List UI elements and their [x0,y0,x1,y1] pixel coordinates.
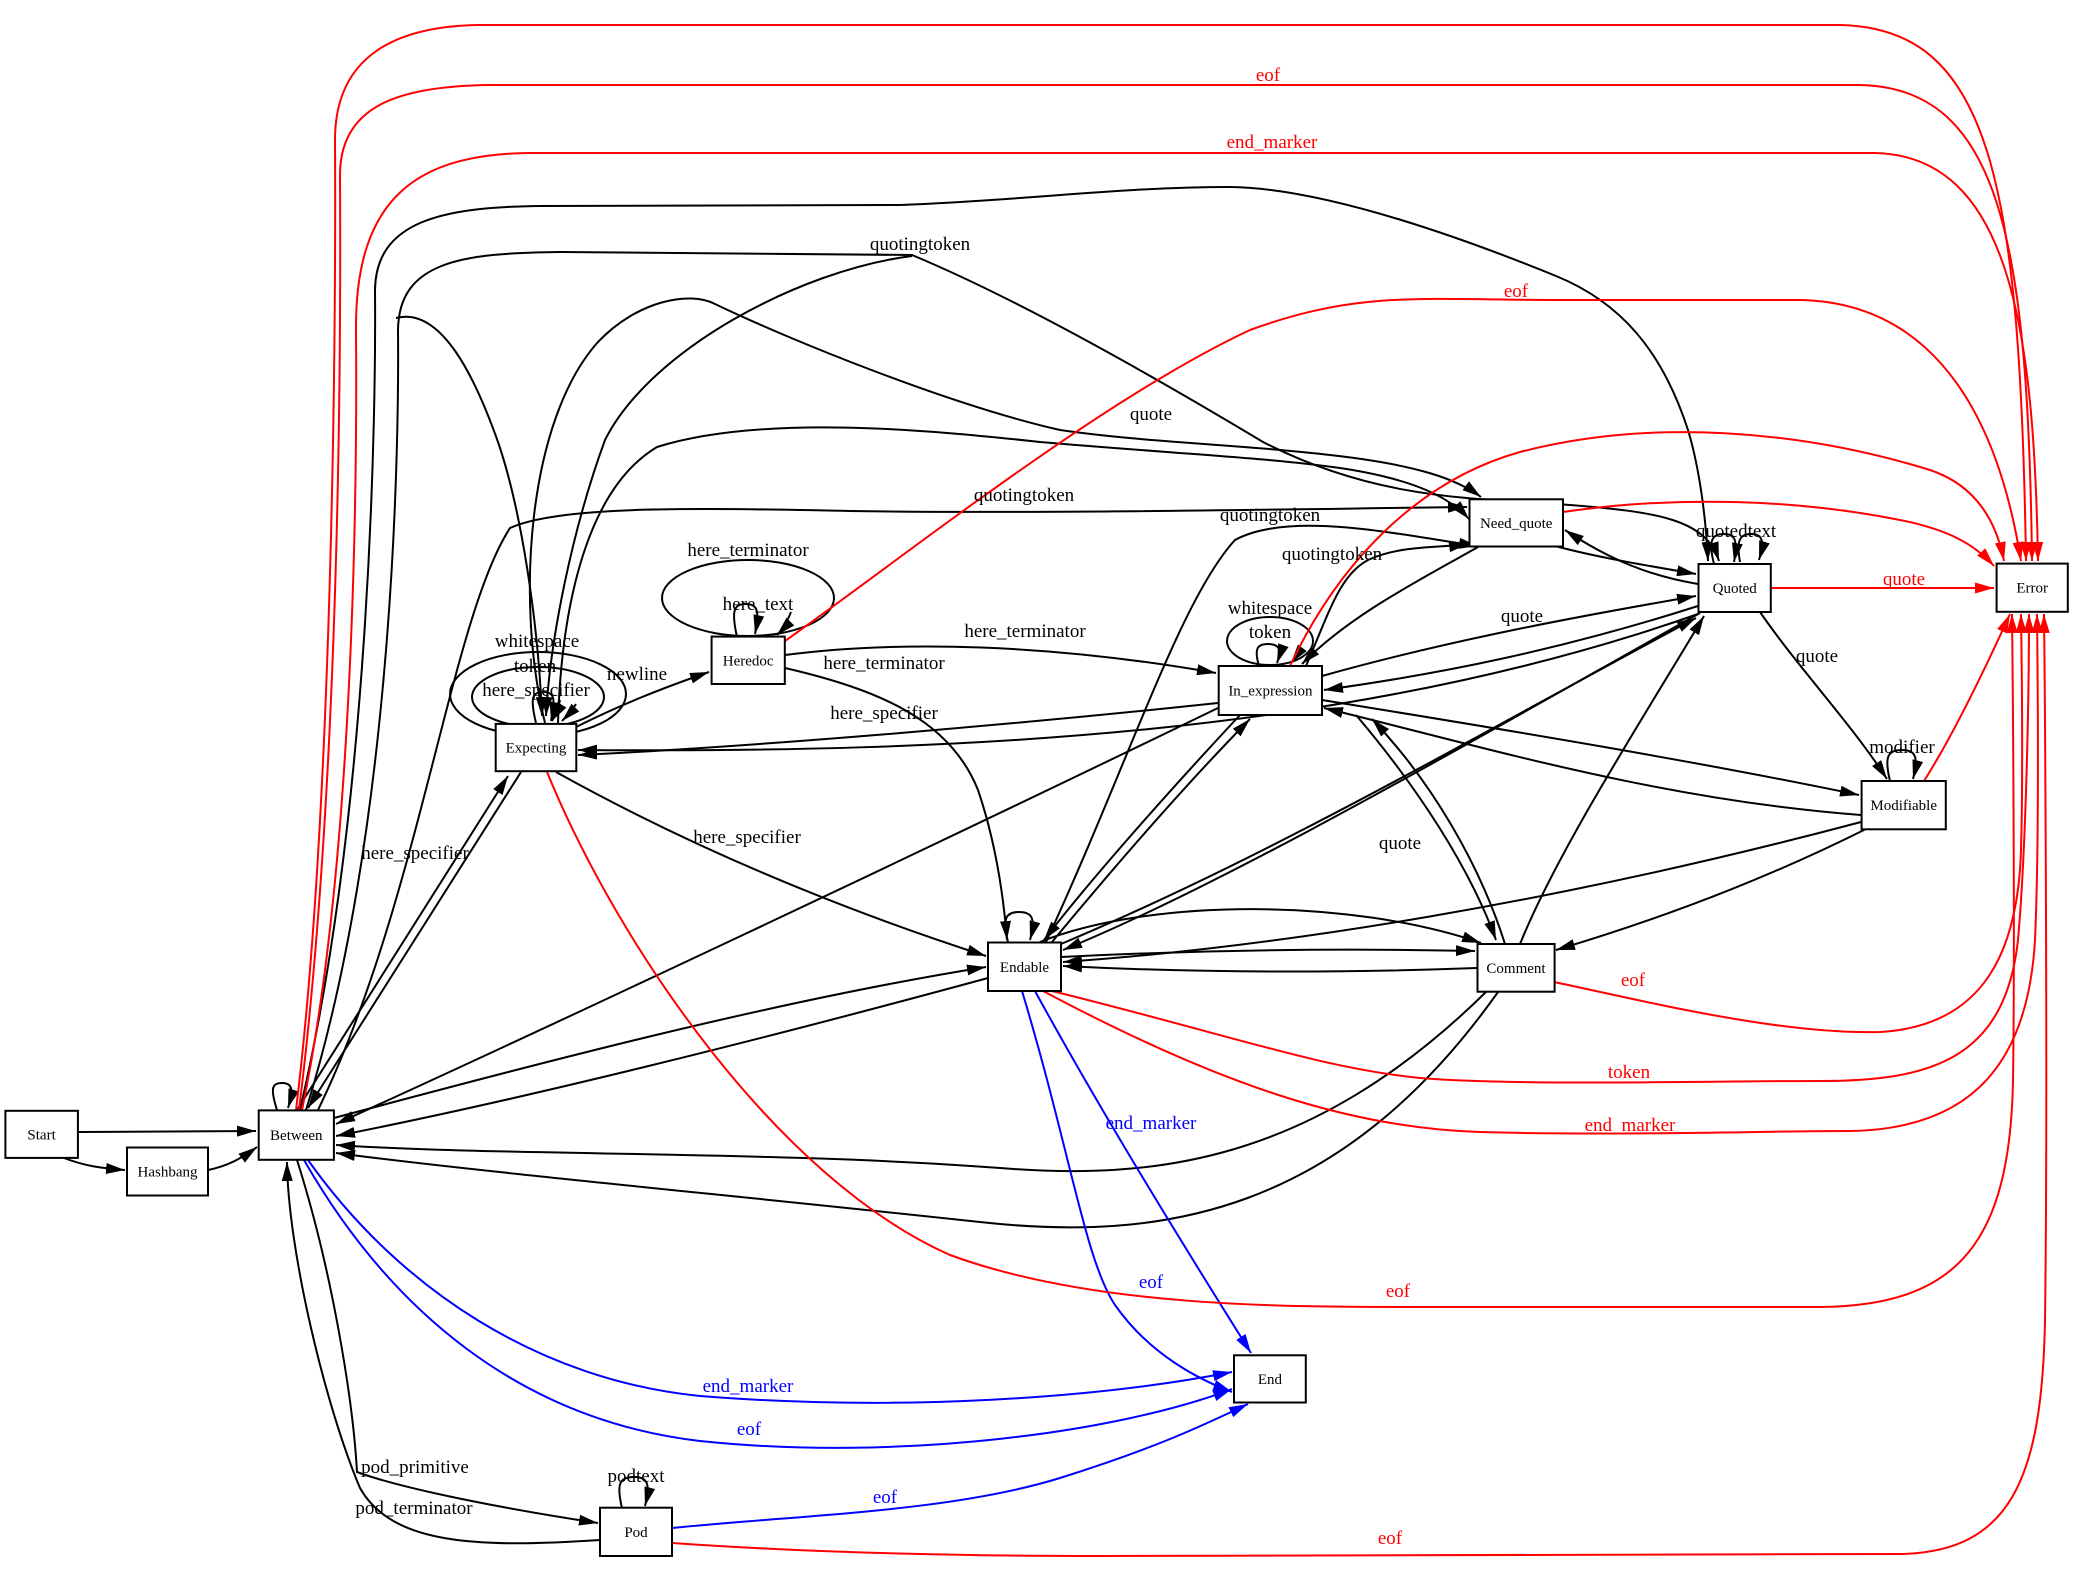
svg-text:here_specifier: here_specifier [830,703,938,724]
svg-text:quote: quote [1501,606,1543,627]
svg-text:Endable: Endable [1000,960,1049,976]
svg-text:quotingtoken: quotingtoken [870,234,971,255]
svg-text:quote: quote [1796,646,1838,667]
svg-text:eof: eof [1504,281,1529,302]
svg-text:End: End [1258,1372,1283,1388]
svg-text:end_marker: end_marker [703,1376,794,1397]
svg-text:quotingtoken: quotingtoken [1282,544,1383,565]
svg-text:Quoted: Quoted [1713,581,1758,597]
svg-text:token: token [514,656,557,677]
svg-text:podtext: podtext [608,1466,666,1487]
svg-text:eof: eof [873,1487,898,1508]
svg-text:modifier: modifier [1869,737,1935,758]
svg-text:eof: eof [1139,1272,1164,1293]
svg-text:Expecting: Expecting [506,741,567,757]
svg-text:Need_quote: Need_quote [1480,516,1553,532]
svg-text:here_specifier: here_specifier [482,680,590,701]
svg-text:token: token [1608,1062,1651,1083]
svg-text:here_terminator: here_terminator [823,653,945,674]
svg-text:eof: eof [737,1419,762,1440]
svg-text:here_specifier: here_specifier [693,827,801,848]
svg-text:eof: eof [1386,1281,1411,1302]
svg-text:pod_terminator: pod_terminator [355,1498,473,1519]
svg-text:Pod: Pod [624,1525,648,1541]
svg-text:eof: eof [1621,970,1646,991]
svg-text:Between: Between [270,1128,323,1144]
svg-text:end_marker: end_marker [1585,1115,1676,1136]
svg-text:quotingtoken: quotingtoken [974,485,1075,506]
svg-text:here_specifier: here_specifier [361,843,469,864]
svg-text:Heredoc: Heredoc [723,653,774,669]
svg-text:here_text: here_text [723,594,794,615]
svg-text:whitespace: whitespace [1228,598,1312,619]
svg-text:end_marker: end_marker [1227,132,1318,153]
svg-text:quotedtext: quotedtext [1696,521,1777,542]
svg-text:In_expression: In_expression [1228,684,1313,700]
svg-text:eof: eof [1256,65,1281,86]
svg-text:quotingtoken: quotingtoken [1220,505,1321,526]
svg-text:quote: quote [1130,404,1172,425]
svg-text:pod_primitive: pod_primitive [361,1457,469,1478]
svg-text:Modifiable: Modifiable [1870,798,1937,814]
svg-text:newline: newline [607,664,667,685]
svg-text:Start: Start [27,1127,56,1143]
svg-text:whitespace: whitespace [495,631,579,652]
svg-text:end_marker: end_marker [1106,1113,1197,1134]
svg-text:Comment: Comment [1486,961,1546,977]
svg-text:here_terminator: here_terminator [687,540,809,561]
svg-text:eof: eof [1378,1528,1403,1549]
svg-text:token: token [1249,622,1292,643]
svg-text:quote: quote [1883,569,1925,590]
svg-text:here_terminator: here_terminator [964,621,1086,642]
svg-text:quote: quote [1379,833,1421,854]
svg-text:Error: Error [2016,581,2048,597]
svg-text:Hashbang: Hashbang [138,1165,198,1181]
